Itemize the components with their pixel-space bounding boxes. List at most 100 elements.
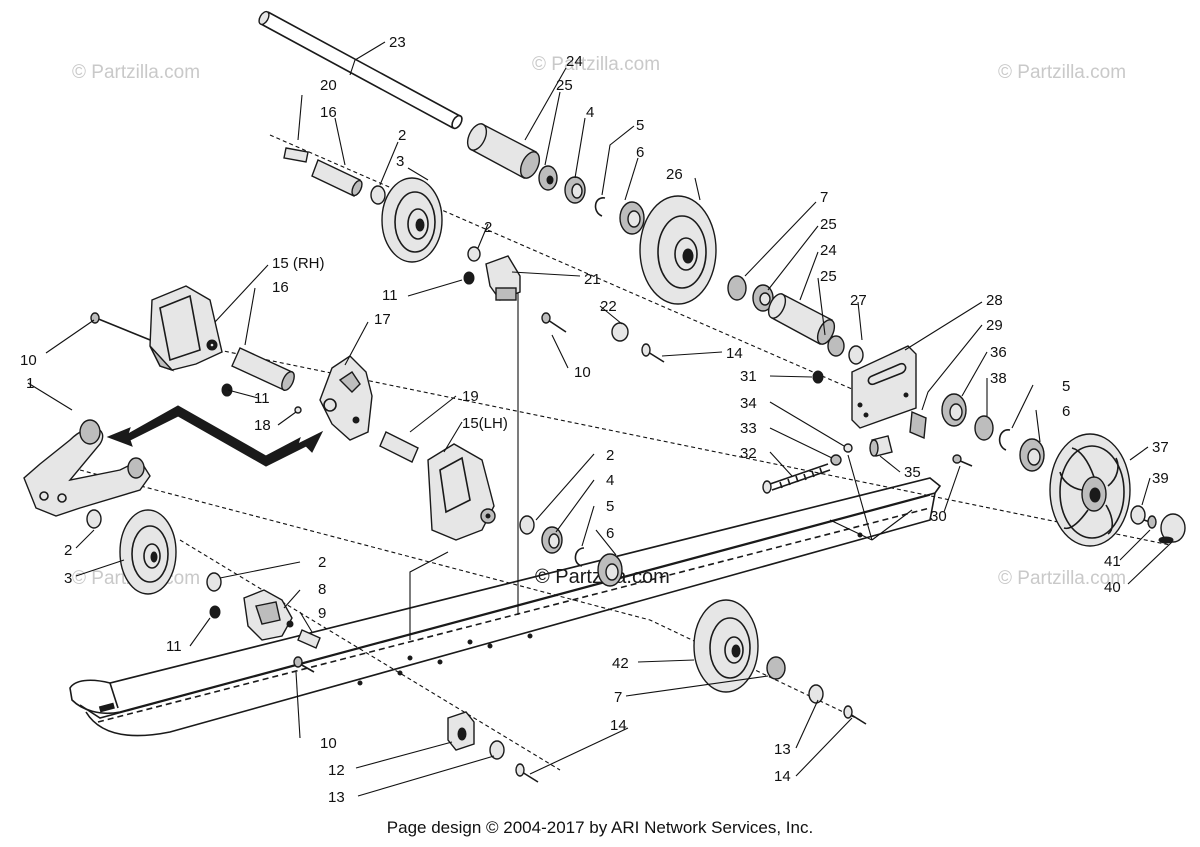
bearing-38 bbox=[974, 415, 994, 441]
washer-2-lower bbox=[206, 572, 222, 592]
callout-41: 41 bbox=[1104, 553, 1121, 570]
bracket-21 bbox=[485, 255, 521, 301]
callout-5: 5 bbox=[606, 498, 614, 515]
bearing-25-upper bbox=[538, 165, 558, 191]
washer-34 bbox=[843, 443, 853, 453]
washer-39 bbox=[1130, 505, 1146, 525]
callout-4: 4 bbox=[586, 104, 594, 121]
callout-12: 12 bbox=[328, 762, 345, 779]
arm-15-lh bbox=[427, 443, 496, 541]
bolt-30 bbox=[952, 454, 973, 467]
bolt-10-upper bbox=[90, 312, 161, 345]
bearing-7-right bbox=[727, 275, 747, 301]
clip-29 bbox=[909, 410, 927, 440]
callout-19: 19 bbox=[462, 388, 479, 405]
wheel-3-upper bbox=[381, 177, 443, 263]
callout-37: 37 bbox=[1152, 439, 1169, 456]
washer-2-lower-left bbox=[86, 509, 102, 529]
slide-rail bbox=[69, 477, 942, 737]
washer-2-center bbox=[519, 515, 535, 535]
bushing-24-upper bbox=[466, 123, 541, 179]
bracket-28 bbox=[851, 345, 917, 429]
bolt-14-lower-right bbox=[843, 705, 867, 725]
bearing-4-center bbox=[541, 526, 563, 554]
callout-labels: 23 20 16 2 3 24 25 4 5 6 26 7 25 24 25 2… bbox=[20, 34, 1169, 806]
wheel-37 bbox=[1049, 433, 1131, 547]
callout-20: 20 bbox=[320, 77, 337, 94]
washer-13-left bbox=[489, 740, 505, 760]
callout-40: 40 bbox=[1104, 579, 1121, 596]
callout-11: 11 bbox=[382, 287, 398, 304]
callout-13: 13 bbox=[328, 789, 345, 806]
callout-27: 27 bbox=[850, 292, 867, 309]
callout-7: 7 bbox=[820, 189, 828, 206]
bearing-7-lower bbox=[766, 656, 786, 680]
bearing-6-right bbox=[1019, 438, 1045, 472]
callout-39: 39 bbox=[1152, 470, 1169, 487]
callout-15-rh: 15 (RH) bbox=[272, 255, 325, 272]
axle-line-middle bbox=[169, 339, 1171, 546]
copyright-footer: Page design © 2004-2017 by ARI Network S… bbox=[386, 818, 814, 837]
callout-10: 10 bbox=[320, 735, 337, 752]
axle-line-upper bbox=[269, 134, 901, 411]
direction-arrow bbox=[106, 405, 324, 467]
wheel-3-lower bbox=[119, 509, 177, 595]
callout-42: 42 bbox=[612, 655, 629, 672]
spacer-16-upper bbox=[311, 159, 363, 197]
callout-14: 14 bbox=[726, 345, 743, 362]
bushing-35 bbox=[869, 435, 893, 457]
callout-17: 17 bbox=[374, 311, 391, 328]
callout-2: 2 bbox=[64, 542, 72, 559]
bearing-6-center bbox=[597, 553, 623, 587]
arm-15-rh bbox=[149, 285, 223, 372]
callout-6: 6 bbox=[636, 144, 644, 161]
callout-21: 21 bbox=[584, 271, 601, 288]
callout-10: 10 bbox=[20, 352, 37, 369]
watermark-top-left: © Partzilla.com bbox=[72, 62, 200, 83]
bolt-10-lower bbox=[293, 656, 315, 673]
callout-14: 14 bbox=[610, 717, 627, 734]
callout-32: 32 bbox=[740, 445, 757, 462]
spacer-20 bbox=[283, 147, 309, 163]
wheel-42 bbox=[693, 599, 759, 693]
arm-17 bbox=[319, 355, 373, 441]
watermark-top-right: © Partzilla.com bbox=[998, 62, 1126, 83]
callout-24: 24 bbox=[820, 242, 837, 259]
callout-25: 25 bbox=[820, 216, 837, 233]
callout-25: 25 bbox=[820, 268, 837, 285]
washer-2-middle bbox=[467, 246, 481, 262]
callout-35: 35 bbox=[904, 464, 921, 481]
callout-11: 11 bbox=[254, 390, 270, 407]
wheel-26 bbox=[639, 195, 717, 305]
bushing-24-right bbox=[767, 293, 836, 345]
callout-5: 5 bbox=[636, 117, 644, 134]
washer-22 bbox=[611, 322, 629, 342]
rail-holes bbox=[357, 532, 863, 686]
callout-1: 1 bbox=[26, 375, 34, 392]
callout-10: 10 bbox=[574, 364, 591, 381]
callout-16: 16 bbox=[272, 279, 289, 296]
callout-18: 18 bbox=[254, 417, 271, 434]
callout-25: 25 bbox=[556, 77, 573, 94]
callout-14: 14 bbox=[774, 768, 791, 785]
bearing-4-upper bbox=[564, 176, 586, 204]
spacer-19 bbox=[379, 431, 419, 463]
nut-11-lower bbox=[209, 605, 221, 619]
washer-2-upper bbox=[370, 185, 386, 205]
rocker-arm-1 bbox=[23, 419, 151, 517]
callout-2: 2 bbox=[484, 219, 492, 236]
callout-2: 2 bbox=[398, 127, 406, 144]
callout-24: 24 bbox=[566, 53, 583, 70]
watermark-bottom-right: © Partzilla.com bbox=[998, 568, 1126, 589]
cap-40 bbox=[1158, 513, 1186, 544]
callout-2: 2 bbox=[606, 447, 614, 464]
axle-line-lower bbox=[79, 469, 861, 721]
spacer-16-middle bbox=[231, 347, 295, 392]
nut-11-left bbox=[221, 383, 233, 397]
bearing-25-right bbox=[752, 284, 774, 312]
nut-11-middle bbox=[463, 271, 475, 285]
callout-31: 31 bbox=[740, 368, 757, 385]
callout-15-lh: 15(LH) bbox=[462, 415, 508, 432]
callout-22: 22 bbox=[600, 298, 617, 315]
callout-34: 34 bbox=[740, 395, 757, 412]
